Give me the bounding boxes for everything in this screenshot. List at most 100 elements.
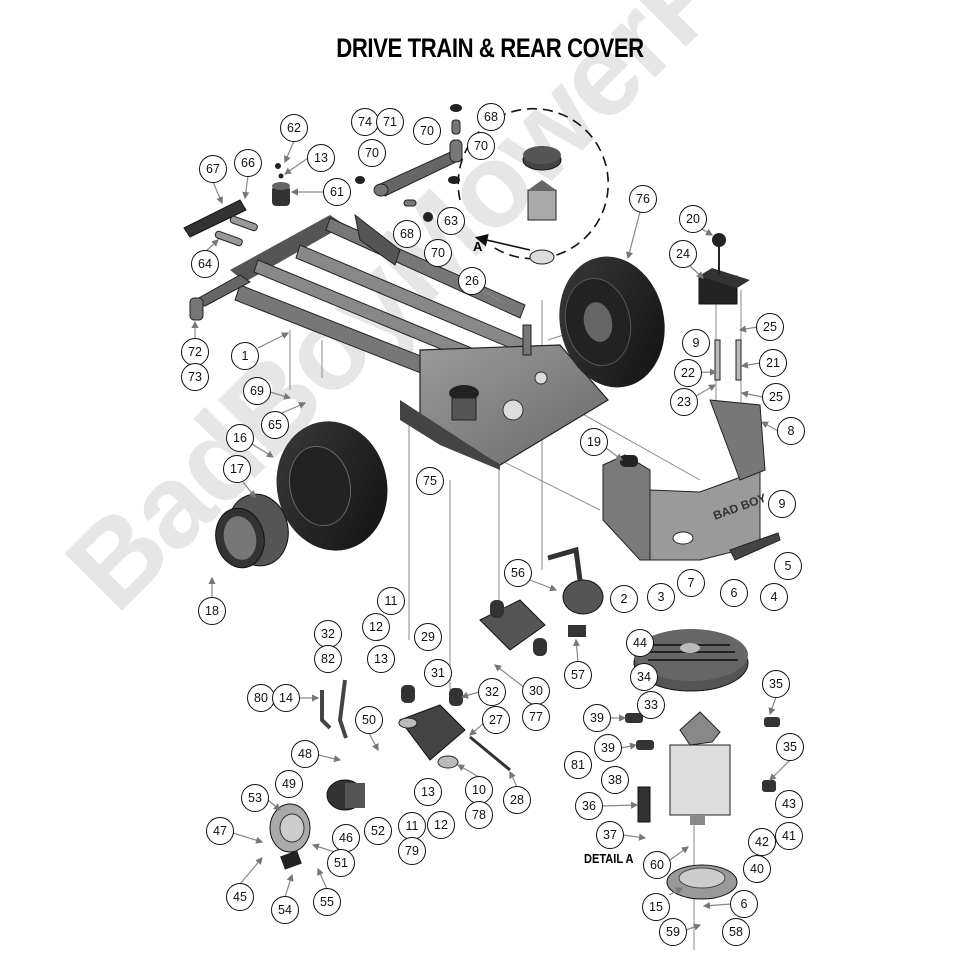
part-callout[interactable]: 19 bbox=[580, 428, 608, 456]
part-callout[interactable]: 2 bbox=[610, 585, 638, 613]
part-callout[interactable]: 6 bbox=[720, 579, 748, 607]
part-callout[interactable]: 50 bbox=[355, 706, 383, 734]
part-callout[interactable]: 44 bbox=[626, 629, 654, 657]
part-callout[interactable]: 42 bbox=[748, 828, 776, 856]
part-callout[interactable]: 16 bbox=[226, 424, 254, 452]
part-callout[interactable]: 37 bbox=[596, 821, 624, 849]
part-callout[interactable]: 76 bbox=[629, 185, 657, 213]
part-callout[interactable]: 71 bbox=[376, 108, 404, 136]
part-number: 11 bbox=[384, 593, 398, 608]
part-callout[interactable]: 34 bbox=[630, 663, 658, 691]
part-callout[interactable]: 59 bbox=[659, 918, 687, 946]
part-callout[interactable]: 56 bbox=[504, 559, 532, 587]
part-callout[interactable]: 21 bbox=[759, 349, 787, 377]
part-callout[interactable]: 5 bbox=[774, 552, 802, 580]
part-callout[interactable]: 12 bbox=[427, 811, 455, 839]
part-callout[interactable]: 47 bbox=[206, 817, 234, 845]
part-callout[interactable]: 13 bbox=[307, 144, 335, 172]
part-callout[interactable]: 39 bbox=[583, 704, 611, 732]
part-callout[interactable]: 58 bbox=[722, 918, 750, 946]
part-callout[interactable]: 77 bbox=[522, 703, 550, 731]
part-callout[interactable]: 26 bbox=[458, 267, 486, 295]
part-callout[interactable]: 41 bbox=[775, 822, 803, 850]
part-callout[interactable]: 29 bbox=[414, 623, 442, 651]
part-callout[interactable]: 38 bbox=[601, 766, 629, 794]
part-callout[interactable]: 53 bbox=[241, 784, 269, 812]
part-callout[interactable]: 35 bbox=[762, 670, 790, 698]
part-callout[interactable]: 54 bbox=[271, 896, 299, 924]
part-callout[interactable]: 18 bbox=[198, 597, 226, 625]
part-callout[interactable]: 9 bbox=[682, 329, 710, 357]
part-callout[interactable]: 17 bbox=[223, 455, 251, 483]
part-callout[interactable]: 4 bbox=[760, 583, 788, 611]
part-callout[interactable]: 39 bbox=[594, 734, 622, 762]
part-callout[interactable]: 57 bbox=[564, 661, 592, 689]
part-callout[interactable]: 65 bbox=[261, 411, 289, 439]
part-callout[interactable]: 32 bbox=[478, 678, 506, 706]
part-callout[interactable]: 62 bbox=[280, 114, 308, 142]
part-callout[interactable]: 68 bbox=[393, 220, 421, 248]
part-callout[interactable]: 43 bbox=[775, 790, 803, 818]
part-callout[interactable]: 60 bbox=[643, 851, 671, 879]
part-callout[interactable]: 68 bbox=[477, 103, 505, 131]
part-callout[interactable]: 13 bbox=[367, 645, 395, 673]
part-number: 27 bbox=[489, 712, 503, 727]
part-callout[interactable]: 27 bbox=[482, 706, 510, 734]
part-callout[interactable]: 9 bbox=[768, 490, 796, 518]
part-callout[interactable]: 75 bbox=[416, 467, 444, 495]
part-callout[interactable]: 70 bbox=[413, 117, 441, 145]
part-callout[interactable]: 67 bbox=[199, 155, 227, 183]
part-callout[interactable]: 14 bbox=[272, 684, 300, 712]
part-callout[interactable]: 73 bbox=[181, 363, 209, 391]
part-callout[interactable]: 33 bbox=[637, 691, 665, 719]
part-callout[interactable]: 72 bbox=[181, 338, 209, 366]
part-callout[interactable]: 79 bbox=[398, 837, 426, 865]
part-callout[interactable]: 24 bbox=[669, 240, 697, 268]
part-callout[interactable]: 74 bbox=[351, 108, 379, 136]
part-callout[interactable]: 49 bbox=[275, 770, 303, 798]
part-callout[interactable]: 12 bbox=[362, 613, 390, 641]
part-callout[interactable]: 40 bbox=[743, 855, 771, 883]
part-callout[interactable]: 70 bbox=[424, 239, 452, 267]
part-callout[interactable]: 10 bbox=[465, 776, 493, 804]
part-number: 16 bbox=[233, 430, 247, 445]
part-callout[interactable]: 11 bbox=[398, 812, 426, 840]
part-callout[interactable]: 64 bbox=[191, 250, 219, 278]
part-callout[interactable]: 32 bbox=[314, 620, 342, 648]
part-callout[interactable]: 23 bbox=[670, 388, 698, 416]
part-callout[interactable]: 70 bbox=[358, 139, 386, 167]
part-callout[interactable]: 28 bbox=[503, 786, 531, 814]
part-callout[interactable]: 7 bbox=[677, 569, 705, 597]
part-callout[interactable]: 3 bbox=[647, 583, 675, 611]
part-callout[interactable]: 31 bbox=[424, 659, 452, 687]
part-callout[interactable]: 8 bbox=[777, 417, 805, 445]
part-callout[interactable]: 69 bbox=[243, 377, 271, 405]
part-callout[interactable]: 22 bbox=[674, 359, 702, 387]
part-callout[interactable]: 66 bbox=[234, 149, 262, 177]
part-callout[interactable]: 25 bbox=[756, 313, 784, 341]
part-callout[interactable]: 6 bbox=[730, 890, 758, 918]
part-callout[interactable]: 61 bbox=[323, 178, 351, 206]
part-callout[interactable]: 48 bbox=[291, 740, 319, 768]
part-callout[interactable]: 11 bbox=[377, 587, 405, 615]
part-callout[interactable]: 1 bbox=[231, 342, 259, 370]
part-callout[interactable]: 15 bbox=[642, 893, 670, 921]
part-callout[interactable]: 36 bbox=[575, 792, 603, 820]
part-callout[interactable]: 52 bbox=[364, 817, 392, 845]
part-callout[interactable]: 80 bbox=[247, 684, 275, 712]
part-callout[interactable]: 81 bbox=[564, 751, 592, 779]
part-callout[interactable]: 35 bbox=[776, 733, 804, 761]
part-callout[interactable]: 63 bbox=[437, 207, 465, 235]
part-callout[interactable]: 45 bbox=[226, 883, 254, 911]
part-callout[interactable]: 70 bbox=[467, 132, 495, 160]
part-callout[interactable]: 25 bbox=[762, 383, 790, 411]
part-callout[interactable]: 46 bbox=[332, 824, 360, 852]
part-callout[interactable]: 30 bbox=[522, 677, 550, 705]
part-callout[interactable]: 78 bbox=[465, 801, 493, 829]
part-callout[interactable]: 51 bbox=[327, 849, 355, 877]
part-callout[interactable]: 13 bbox=[414, 778, 442, 806]
view-a-marker: A bbox=[473, 239, 483, 254]
part-callout[interactable]: 20 bbox=[679, 205, 707, 233]
part-callout[interactable]: 82 bbox=[314, 645, 342, 673]
part-callout[interactable]: 55 bbox=[313, 888, 341, 916]
